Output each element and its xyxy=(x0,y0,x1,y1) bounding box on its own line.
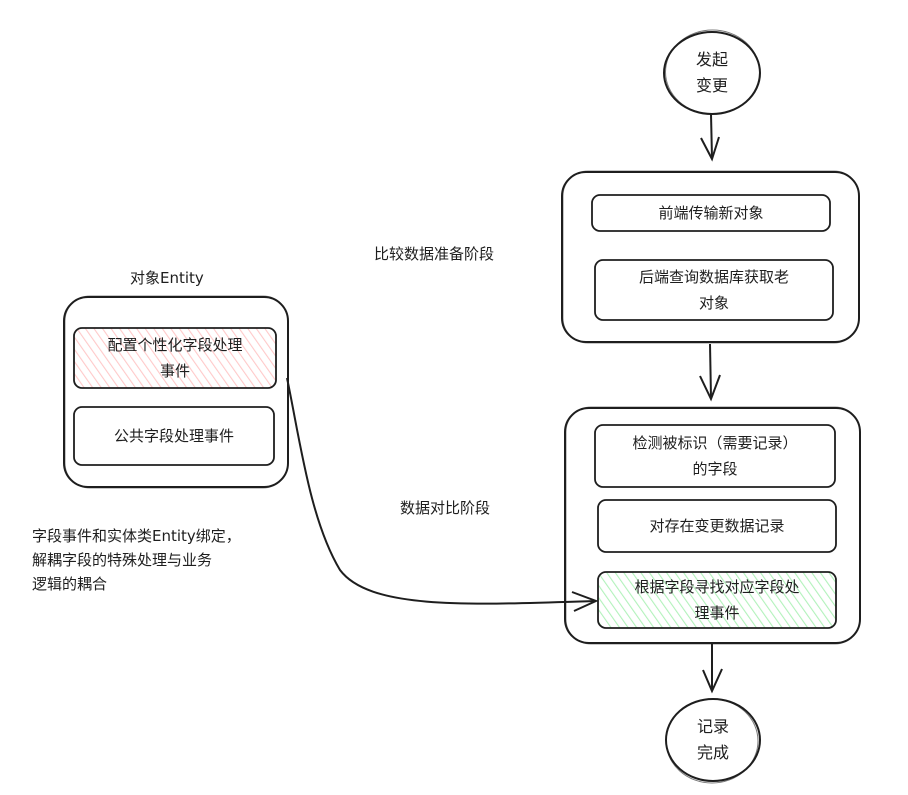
detect-fields-text: 检测被标识（需要记录） 的字段 xyxy=(632,434,798,478)
backend-old-object-text: 后端查询数据库获取老 对象 xyxy=(638,268,789,312)
frontend-new-object-box xyxy=(591,194,831,232)
detect-fields-box xyxy=(594,424,836,488)
common-handler-text: 公共字段处理事件 xyxy=(113,427,234,445)
arrow-prepare-to-compare xyxy=(709,343,712,399)
backend-old-object-box xyxy=(594,259,834,321)
find-handler-box xyxy=(597,571,837,629)
start-node-label: 发起 变更 xyxy=(695,50,728,95)
arrow-entity-to-find-handler xyxy=(286,377,596,605)
custom-handler-text: 配置个性化字段处理 事件 xyxy=(107,336,243,380)
binding-note: 字段事件和实体类Entity绑定， 解耦字段的特殊处理与业务 逻辑的耦合 xyxy=(32,527,241,593)
common-handler-box xyxy=(73,406,275,466)
frontend-new-object-text: 前端传输新对象 xyxy=(658,204,764,222)
entity-title: 对象Entity xyxy=(130,269,204,287)
arrow-start-to-prepare xyxy=(710,113,713,159)
end-node-label: 记录 完成 xyxy=(696,717,729,762)
find-handler-text: 根据字段寻找对应字段处 理事件 xyxy=(634,578,800,622)
prepare-stage-label: 比较数据准备阶段 xyxy=(374,245,495,263)
record-changes-box xyxy=(597,499,837,553)
compare-stage-label: 数据对比阶段 xyxy=(400,499,491,517)
record-changes-text: 对存在变更数据记录 xyxy=(649,517,785,535)
custom-handler-box xyxy=(73,327,277,389)
